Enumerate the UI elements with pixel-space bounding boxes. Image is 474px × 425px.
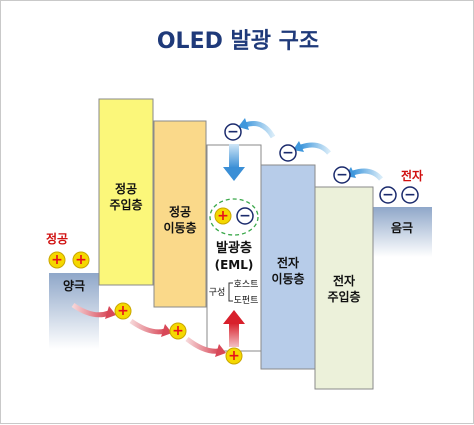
htl-label-line2: 이동층 [163, 221, 197, 235]
etl-label-line1: 전자 [276, 256, 300, 270]
hole-label: 정공 [45, 232, 69, 246]
electron-carrier-5 [224, 123, 242, 141]
hole-sign-4: + [172, 323, 184, 339]
hole-carrier-3 [114, 302, 132, 320]
hil-label-line1: 정공 [114, 182, 138, 196]
etl-label-line2: 이동층 [271, 272, 305, 286]
hole-sign-5: + [228, 348, 240, 364]
hole-carrier-2 [72, 251, 90, 269]
electron-hop-arrow-1 [352, 168, 383, 181]
hole-hop-arrowhead-2 [161, 324, 172, 337]
diagram-title: OLED 발광 구조 [156, 29, 320, 54]
eil-label-line2: 주입층 [327, 290, 361, 304]
recombination-ellipse [209, 198, 259, 236]
composition-host: 호스트 [233, 280, 259, 290]
electron-carrier-eml [236, 207, 254, 225]
hil-layer [98, 98, 154, 286]
electron-sign-3: − [336, 167, 348, 183]
htl-label-line1: 정공 [168, 205, 192, 219]
electron-carrier-4 [279, 144, 297, 162]
electron-drop-arrow [229, 144, 239, 168]
hole-carrier-4 [169, 322, 187, 340]
electron-hop-arrow-2 [300, 142, 331, 155]
electron-hop-arrow-3 [244, 121, 276, 139]
hole-hop-arrowhead-1 [105, 306, 116, 319]
electron-sign-1: − [382, 187, 394, 203]
htl-layer [153, 120, 207, 308]
electron-label: 전자 [400, 169, 424, 183]
electron-sign-eml: − [239, 208, 251, 224]
composition-label: 구성 [208, 288, 226, 298]
etl-layer [260, 164, 316, 370]
hole-hop-arrowhead-3 [215, 344, 226, 357]
hil-label-line2: 주입층 [109, 198, 143, 212]
composition-dopant: 도펀트 [233, 296, 259, 306]
electron-carrier-1 [379, 186, 397, 204]
anode-label: 양극 [62, 279, 86, 293]
hole-sign-1: + [51, 252, 63, 268]
hole-hop-arrow-3 [185, 337, 220, 354]
electron-sign-4: − [282, 145, 294, 161]
hole-carrier-eml [214, 207, 232, 225]
hole-sign-eml: + [217, 208, 229, 224]
electron-hop-arrowhead-3 [238, 118, 249, 130]
electron-sign-2: − [404, 187, 416, 203]
eil-layer [314, 186, 374, 390]
composition-bracket [228, 282, 233, 302]
hole-hop-arrow-2 [129, 318, 166, 335]
hole-sign-3: + [117, 303, 129, 319]
hole-rise-arrow [229, 323, 239, 347]
electron-sign-5: − [227, 124, 239, 140]
eml-label-line2: (EML) [214, 258, 254, 272]
cathode-layer [372, 207, 432, 257]
anode-layer [49, 273, 99, 349]
electron-carrier-3 [333, 166, 351, 184]
electron-drop-arrowhead [223, 167, 245, 181]
cathode-label: 음극 [390, 221, 414, 235]
hole-carrier-1 [48, 251, 66, 269]
eil-label-line1: 전자 [332, 274, 356, 288]
hole-sign-2: + [75, 252, 87, 268]
hole-rise-arrowhead [223, 310, 245, 324]
eml-label-line1: 발광층 [216, 241, 252, 256]
electron-carrier-2 [401, 186, 419, 204]
hole-carrier-5 [225, 347, 243, 365]
hole-hop-arrow-1 [71, 302, 110, 318]
